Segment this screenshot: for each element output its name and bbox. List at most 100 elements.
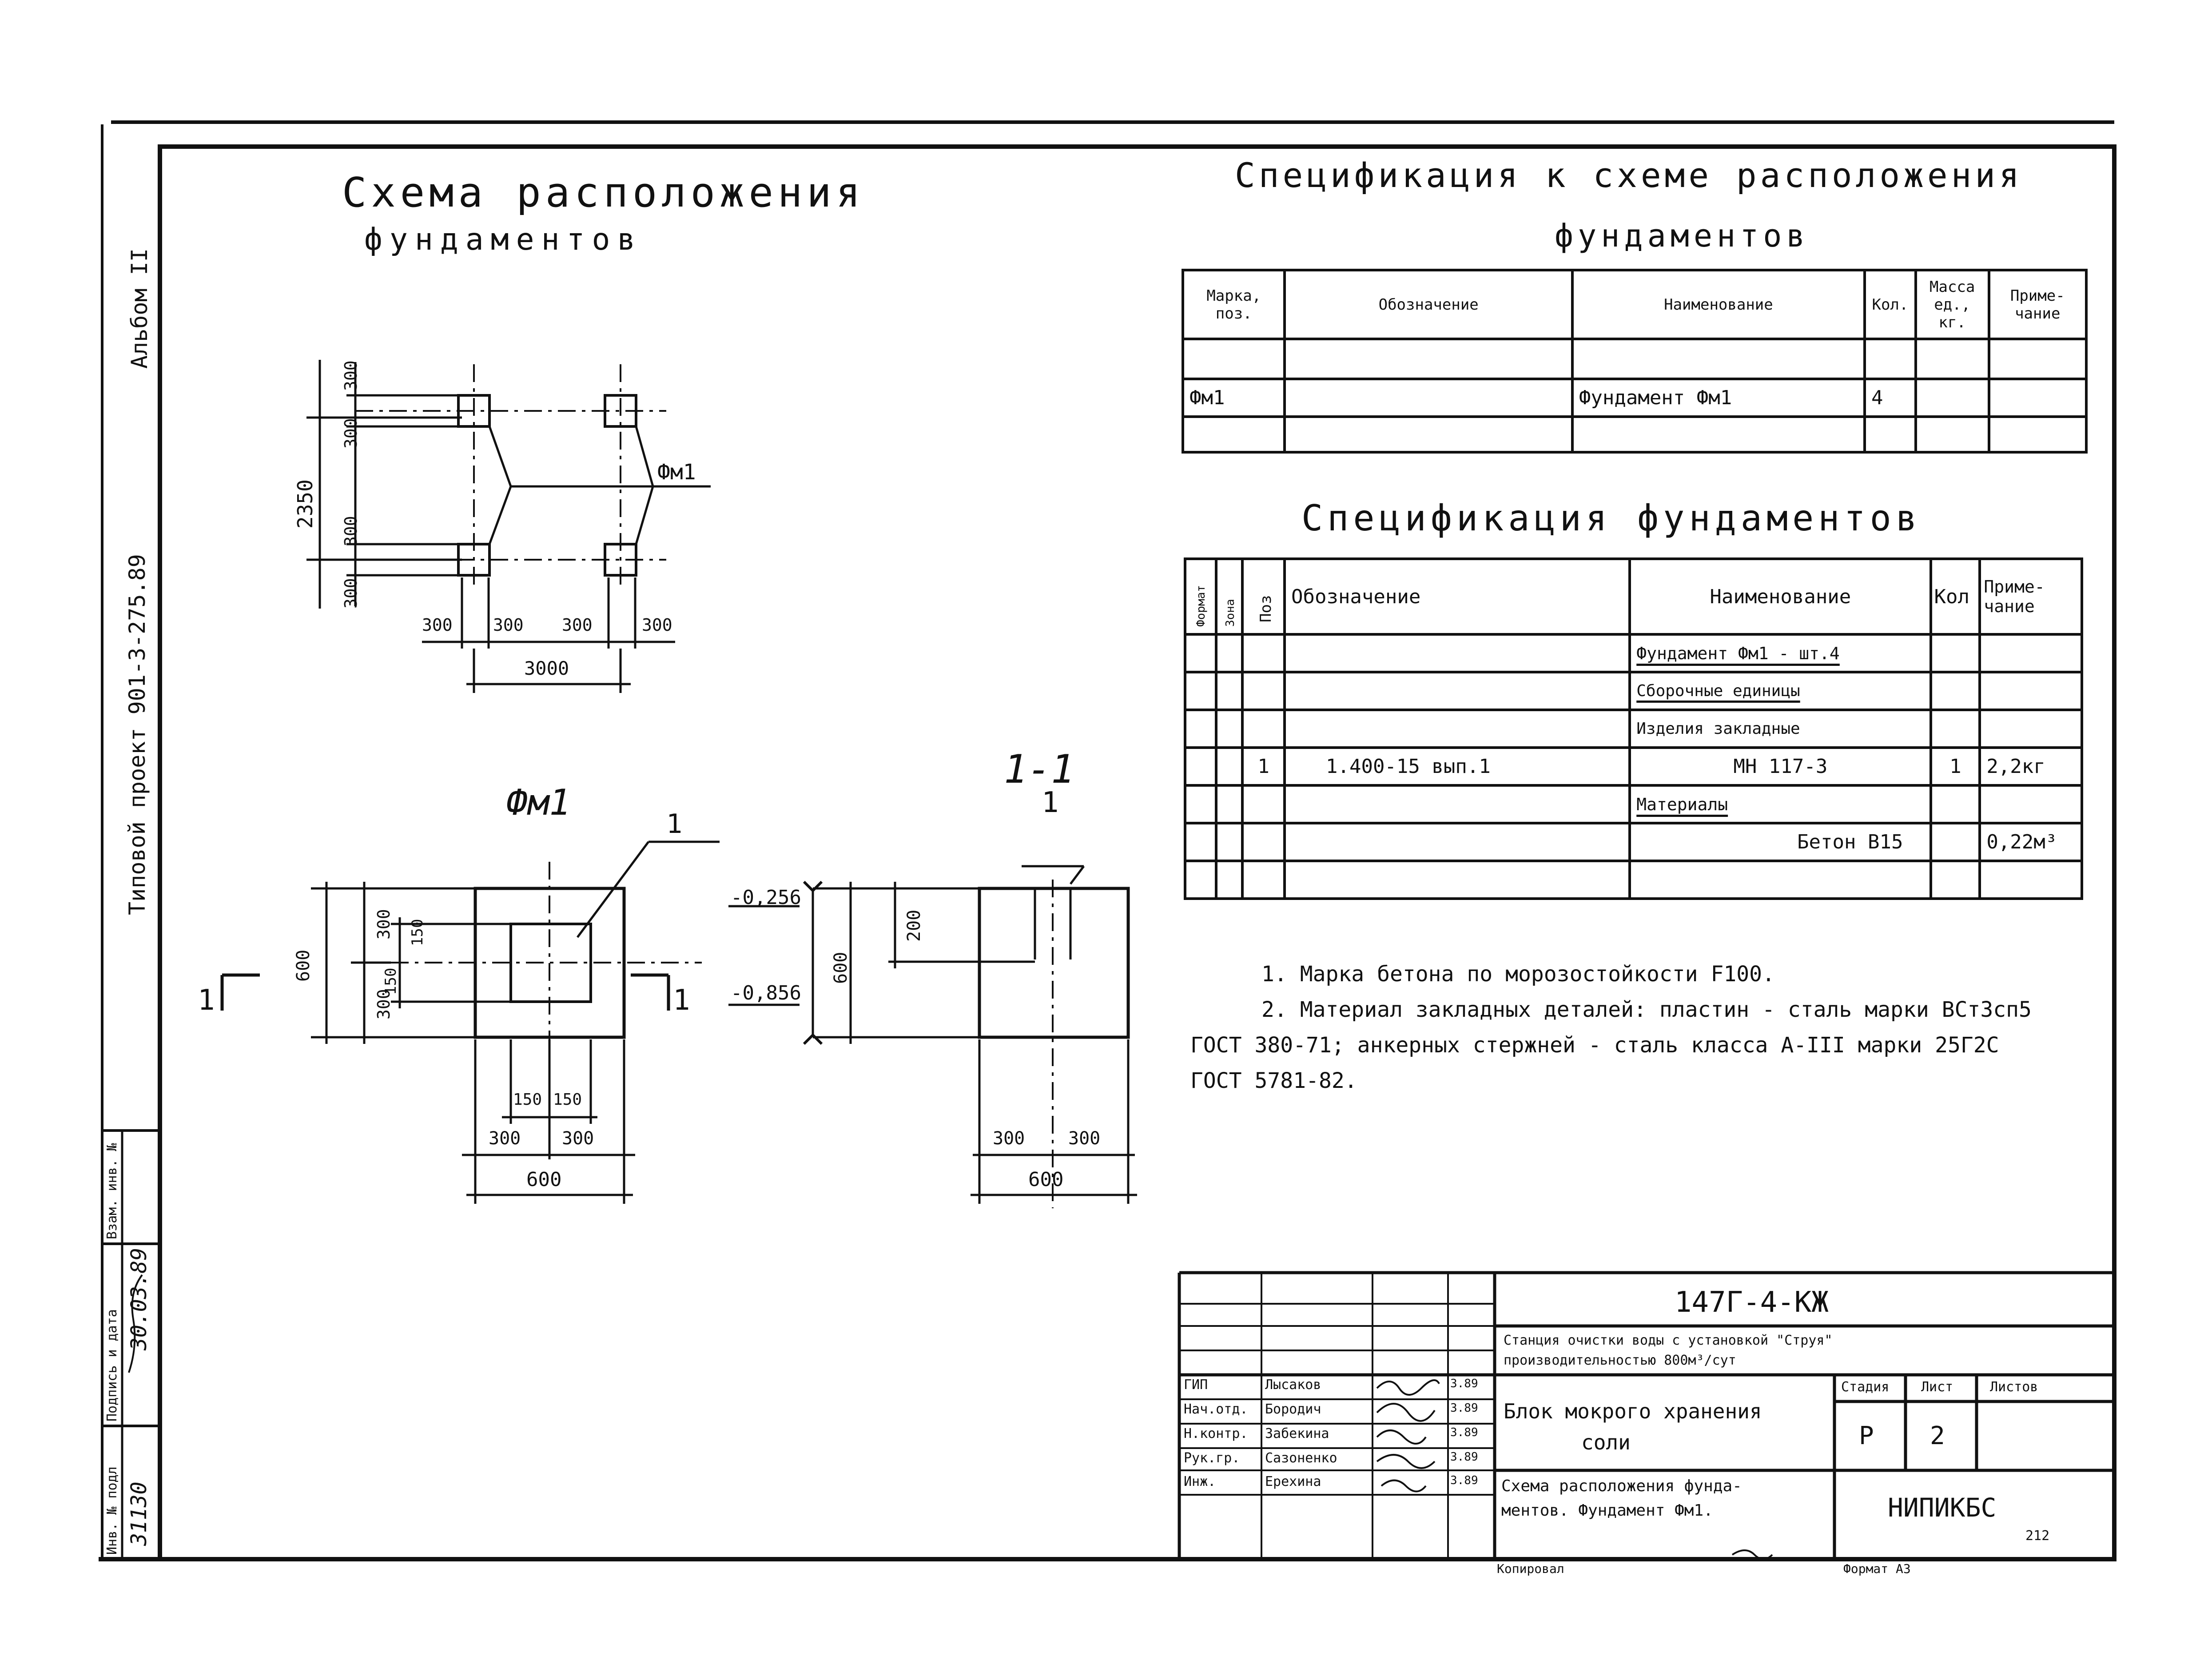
plan-dim-v-1: 300 [341, 418, 361, 449]
table-cell [1214, 671, 1244, 711]
section-dim-3: 300 [1068, 1128, 1101, 1149]
table-cell [1978, 860, 2083, 900]
spec1-header-mass: Масса ед., кг. [1914, 269, 1990, 340]
plan-dim-total: 3000 [524, 657, 569, 679]
plan-dim-v-0: 300 [341, 360, 361, 391]
table-cell: 0,22м³ [1978, 822, 2083, 862]
object-line1: Станция очистки воды с установкой "Струя… [1504, 1333, 1833, 1348]
date-2: 3.89 [1450, 1426, 1478, 1439]
sheet-header: Лист [1921, 1379, 1953, 1395]
date-4: 3.89 [1450, 1474, 1478, 1487]
table-cell: 2,2кг [1978, 746, 2083, 787]
date-1: 3.89 [1450, 1401, 1478, 1415]
stamp-header-inv: Инв. № подл [104, 1466, 120, 1555]
table-cell: 1 [1929, 746, 1981, 787]
table-cell [1929, 860, 1981, 900]
note-1: 1. Марка бетона по морозостойкости F100. [1261, 962, 1775, 987]
role-0: ГИП [1184, 1377, 1208, 1393]
spec1-header-qty: Кол. [1863, 269, 1917, 340]
spec1-header-designation: Обозначение [1283, 269, 1574, 340]
table-cell [1929, 671, 1981, 711]
table-cell [1184, 709, 1217, 749]
section-dim-0: 200 [904, 909, 924, 942]
role-3: Рук.гр. [1184, 1450, 1240, 1466]
page-number: 212 [2025, 1528, 2050, 1544]
detail-dim-0: 300 [374, 909, 394, 940]
table-cell [1863, 415, 1917, 454]
sheet-title-line1: Схема расположения фунда- [1501, 1477, 1742, 1495]
sheet-title-line2: ментов. Фундамент Фм1. [1501, 1501, 1713, 1520]
spec2-header-zone: Зона [1214, 557, 1244, 636]
table-cell: Фундамент Фм1 [1571, 378, 1866, 418]
table-cell: Фундамент Фм1 - шт.4 [1628, 633, 1933, 673]
table-cell [1181, 415, 1286, 454]
table-cell [1978, 633, 2083, 673]
table-cell [1181, 338, 1286, 380]
table-cell [1214, 860, 1244, 900]
table-cell [1283, 415, 1574, 454]
plan-dim-v-4: 300 [341, 578, 361, 609]
spec2-header-qty: Кол [1929, 557, 1981, 636]
plan-dim-h-2: 300 [562, 615, 593, 635]
building-line2: соли [1581, 1430, 1631, 1454]
table-cell [1184, 633, 1217, 673]
table-cell [1863, 338, 1917, 380]
table-cell [1929, 633, 1981, 673]
building-line1: Блок мокрого хранения [1504, 1399, 1762, 1423]
detail-dim-8: 300 [562, 1128, 594, 1149]
plan-mark-label: Фм1 [657, 460, 696, 485]
table-cell [1987, 338, 2088, 380]
layout-title-line2: фундаментов [364, 222, 643, 257]
table-cell: 4 [1863, 378, 1917, 418]
stage-value: Р [1859, 1421, 1874, 1450]
spec2-header-pos-text: Поз [1257, 595, 1275, 622]
name-3: Сазоненко [1265, 1450, 1337, 1466]
table-cell: Изделия закладные [1628, 709, 1933, 749]
role-1: Нач.отд. [1184, 1401, 1248, 1417]
section-dim-2: 300 [993, 1128, 1025, 1149]
spec2-header-designation: Обозначение [1283, 557, 1631, 636]
table-cell [1978, 671, 2083, 711]
table-cell [1914, 415, 1990, 454]
table-cell [1283, 784, 1631, 824]
table-cell [1241, 860, 1286, 900]
table-cell [1628, 860, 1933, 900]
section-title: 1-1 [1004, 746, 1074, 792]
table-cell [1283, 378, 1574, 418]
role-2: Н.контр. [1184, 1426, 1248, 1441]
spec2-table: Формат Зона Поз Обозначение Наименование… [1184, 557, 2083, 900]
section-callout: 1 [1042, 786, 1059, 819]
table-cell [1283, 709, 1631, 749]
section-dim-total: 600 [1028, 1168, 1064, 1191]
table-cell: Фм1 [1181, 378, 1286, 418]
table-cell [1241, 709, 1286, 749]
table-cell: Сборочные единицы [1628, 671, 1933, 711]
table-cell [1978, 709, 2083, 749]
detail-callout: 1 [666, 808, 683, 840]
sheets-header: Листов [1990, 1379, 2038, 1395]
table-cell [1978, 784, 2083, 824]
table-cell [1929, 822, 1981, 862]
detail-dim-5: 150 [513, 1091, 542, 1109]
detail-title: Фм1 [506, 782, 571, 823]
table-cell [1241, 633, 1286, 673]
doc-code: 147Г-4-КЖ [1675, 1286, 1829, 1319]
detail-dim-7: 300 [489, 1128, 521, 1149]
table-cell [1283, 822, 1631, 862]
stamp-header-sign: Подпись и дата [104, 1309, 120, 1421]
table-cell [1184, 746, 1217, 787]
level-bottom: -0,856 [731, 982, 801, 1004]
sheet-value: 2 [1930, 1421, 1945, 1450]
table-cell [1241, 822, 1286, 862]
detail-dim-1: 150 [409, 919, 426, 946]
table-cell [1571, 338, 1866, 380]
spec2-header-name: Наименование [1628, 557, 1933, 636]
table-cell [1283, 633, 1631, 673]
plan-dim-h-1: 300 [493, 615, 524, 635]
note-2: 2. Материал закладных деталей: пластин -… [1261, 997, 2032, 1022]
plan-dim-v-2: 2350 [293, 479, 317, 529]
table-cell: 1 [1241, 746, 1286, 787]
role-4: Инж. [1184, 1474, 1216, 1489]
table-cell [1929, 784, 1981, 824]
